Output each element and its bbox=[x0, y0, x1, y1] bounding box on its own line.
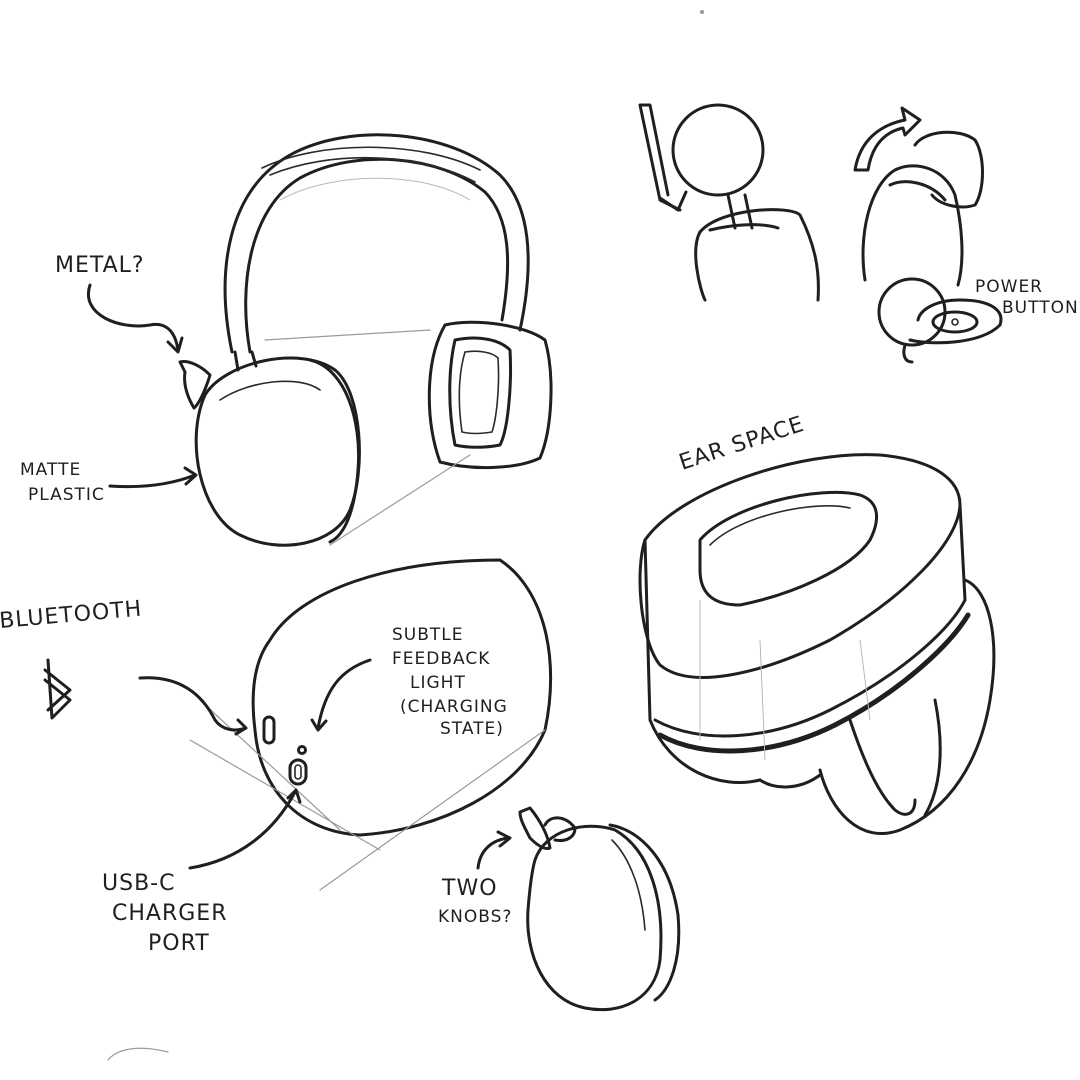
headphones-sketch bbox=[178, 133, 553, 547]
arrow-knobs bbox=[476, 830, 512, 870]
label-power: POWER bbox=[975, 277, 1043, 297]
label-port: PORT bbox=[148, 931, 210, 956]
label-light: LIGHT bbox=[410, 673, 466, 693]
label-button: BUTTON? bbox=[1002, 298, 1080, 318]
arrow-matte bbox=[108, 466, 198, 489]
ear-cushion-sketch bbox=[638, 453, 996, 836]
arrow-bluetooth bbox=[138, 676, 248, 736]
power-button-sketch bbox=[853, 106, 1003, 364]
bluetooth-icon bbox=[43, 658, 72, 720]
label-two: TWO bbox=[441, 876, 498, 901]
label-subtle: SUBTLE bbox=[392, 625, 464, 645]
arrow-usb bbox=[188, 788, 302, 870]
label-feedback: FEEDBACK bbox=[392, 649, 490, 669]
label-matte: MATTE bbox=[20, 460, 81, 480]
label-state: STATE) bbox=[440, 719, 504, 739]
bluetooth-button-slot bbox=[262, 715, 276, 745]
knobs-sketch bbox=[518, 806, 681, 1012]
cup-side-sketch bbox=[189, 558, 553, 891]
label-knobs: KNOBS? bbox=[438, 907, 512, 927]
feedback-light bbox=[297, 745, 307, 755]
label-charger: CHARGER bbox=[112, 901, 227, 926]
label-metal: METAL? bbox=[55, 253, 145, 278]
label-plastic: PLASTIC bbox=[28, 485, 105, 505]
slider-detail-sketch bbox=[638, 103, 820, 302]
label-charging: (CHARGING bbox=[400, 697, 508, 717]
arrow-feedback bbox=[310, 658, 372, 732]
arrow-metal bbox=[86, 283, 184, 354]
usb-c-port bbox=[288, 758, 308, 786]
label-bluetooth: BLUETOOTH bbox=[0, 597, 143, 634]
label-usb: USB-C bbox=[102, 871, 175, 896]
label-ear-space: EAR SPACE bbox=[676, 412, 807, 476]
rotate-arrow-icon bbox=[853, 106, 922, 172]
